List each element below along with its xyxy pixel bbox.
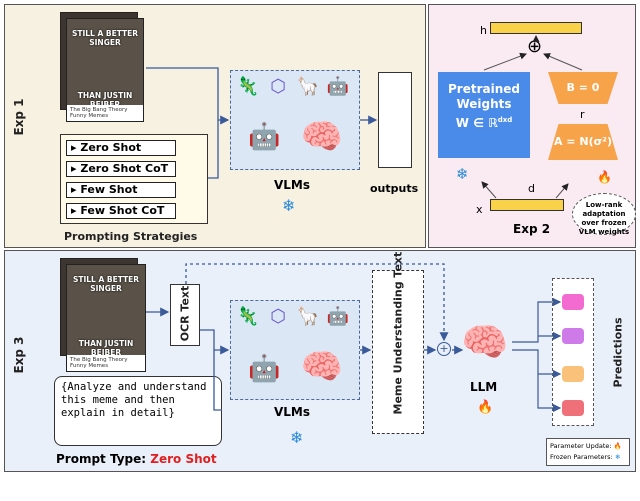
prompt-type-value: Zero Shot bbox=[150, 452, 217, 466]
lora-x-label: x bbox=[476, 203, 483, 216]
prompt-type-key: Prompt Type: bbox=[56, 452, 147, 466]
strategy-zero-shot-cot: ▸ Zero Shot CoT bbox=[66, 161, 176, 177]
robot-head-icon: 🤖 bbox=[326, 76, 350, 97]
meme-image-exp3: STILL A BETTER SINGER THAN JUSTIN BEIBER… bbox=[66, 264, 146, 372]
exp2-label: Exp 2 bbox=[513, 222, 551, 236]
prediction-slot-3 bbox=[562, 366, 584, 382]
oplus-icon: + bbox=[437, 342, 451, 356]
robot-head-icon: 🤖 bbox=[326, 306, 350, 327]
lora-oplus: ⊕ bbox=[527, 36, 543, 57]
legend-frozen-text: Frozen Parameters: bbox=[550, 453, 613, 461]
chameleon-icon: 🦎 bbox=[236, 76, 260, 97]
exp3-label: Exp 3 bbox=[12, 336, 26, 374]
lora-note-text: Low-rank adaptation over frozen VLM weig… bbox=[578, 201, 630, 236]
strategy-label: Few Shot bbox=[80, 183, 138, 196]
outputs-box bbox=[378, 72, 412, 168]
vlms-label-exp3: VLMs bbox=[274, 405, 311, 419]
llm-label: LLM bbox=[470, 380, 498, 394]
legend-update-text: Parameter Update: bbox=[550, 442, 612, 450]
lora-r-label: r bbox=[580, 108, 585, 121]
legend-box: Parameter Update: 🔥 Frozen Parameters: ❄ bbox=[546, 438, 630, 466]
lora-x-bar bbox=[490, 199, 564, 211]
strategy-label: Few Shot CoT bbox=[80, 204, 165, 217]
prompt-text: {Analyze and understand this meme and th… bbox=[61, 381, 207, 419]
meme-bottom-text: THAN JUSTIN BEIBER bbox=[77, 91, 133, 109]
prompt-box: {Analyze and understand this meme and th… bbox=[54, 376, 222, 446]
llm-icon: 🧠 bbox=[461, 320, 509, 364]
chatbot-icon: 🤖 bbox=[248, 354, 281, 384]
meme-image: STILL A BETTER SINGER THAN JUSTIN BEIBER… bbox=[66, 18, 144, 122]
lora-a-box: A = N(σ²) bbox=[548, 124, 618, 160]
chameleon-icon: 🦎 bbox=[236, 306, 260, 327]
w-formula: W ∈ ℝdxd bbox=[438, 116, 530, 130]
meme-understanding-label: Meme Understanding Text bbox=[391, 251, 405, 415]
hexagon-logo-icon: ⬡ bbox=[270, 306, 286, 327]
legend-update: Parameter Update: 🔥 bbox=[550, 441, 626, 452]
frozen-snowflake-icon: ❄ bbox=[456, 165, 469, 183]
brain-icon: 🧠 bbox=[300, 347, 344, 387]
llama-icon: 🦙 bbox=[296, 76, 320, 97]
lora-b-label: B = 0 bbox=[566, 81, 600, 94]
meme-caption: The Big Bang Theory Funny Memes bbox=[67, 105, 143, 121]
fire-icon: 🔥 bbox=[597, 170, 612, 184]
meme-top-text: STILL A BETTER SINGER bbox=[72, 275, 140, 293]
predictions-label: Predictions bbox=[611, 317, 625, 388]
meme-caption: The Big Bang Theory Funny Memes bbox=[67, 355, 145, 371]
lora-b-box: B = 0 bbox=[548, 72, 618, 104]
meme-top-text: STILL A BETTER SINGER bbox=[71, 29, 139, 47]
fire-icon: 🔥 bbox=[477, 400, 494, 415]
legend-frozen: Frozen Parameters: ❄ bbox=[550, 452, 626, 463]
lora-note: Low-rank adaptation over frozen VLM weig… bbox=[572, 193, 636, 236]
strategy-label: Zero Shot CoT bbox=[80, 162, 169, 175]
ocr-text-label: OCR Text bbox=[178, 285, 192, 342]
strategy-zero-shot: ▸ Zero Shot bbox=[66, 140, 176, 156]
lora-h-label: h bbox=[480, 24, 487, 37]
strategy-label: Zero Shot bbox=[80, 141, 142, 154]
lora-a-label: A = N(σ²) bbox=[553, 135, 613, 148]
hexagon-logo-icon: ⬡ bbox=[270, 76, 286, 97]
meme-bottom-text: THAN JUSTIN BEIBER bbox=[78, 339, 134, 357]
vlms-box-exp1 bbox=[230, 70, 360, 170]
pretrained-weights-box: Pretrained Weights W ∈ ℝdxd bbox=[438, 72, 530, 158]
snowflake-icon: ❄ bbox=[282, 196, 296, 215]
prediction-slot-4 bbox=[562, 400, 584, 416]
strategy-few-shot: ▸ Few Shot bbox=[66, 182, 176, 198]
chatbot-icon: 🤖 bbox=[248, 122, 281, 152]
w-formula-sup: dxd bbox=[497, 116, 513, 124]
strategies-title: Prompting Strategies bbox=[64, 230, 198, 243]
outputs-label: outputs bbox=[370, 182, 419, 195]
brain-icon: 🧠 bbox=[300, 117, 344, 157]
exp1-label: Exp 1 bbox=[12, 98, 26, 136]
prompt-type-label: Prompt Type: Zero Shot bbox=[56, 452, 217, 466]
lora-d-label: d bbox=[528, 182, 535, 195]
strategy-few-shot-cot: ▸ Few Shot CoT bbox=[66, 203, 176, 219]
lora-h-bar bbox=[490, 22, 582, 34]
w-formula-text: W ∈ ℝ bbox=[455, 116, 498, 130]
snowflake-icon: ❄ bbox=[614, 453, 621, 461]
prediction-slot-2 bbox=[562, 328, 584, 344]
vlms-label-exp1: VLMs bbox=[274, 178, 311, 192]
fire-icon: 🔥 bbox=[613, 442, 622, 450]
llama-icon: 🦙 bbox=[296, 306, 320, 327]
pretrained-label: Pretrained Weights bbox=[448, 82, 520, 111]
prediction-slot-1 bbox=[562, 294, 584, 310]
snowflake-icon: ❄ bbox=[290, 428, 304, 447]
